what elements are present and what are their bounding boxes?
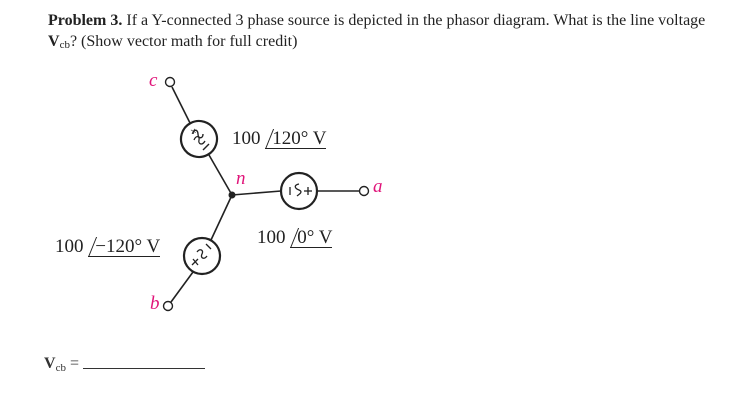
answer-equals: =	[65, 355, 79, 372]
problem-text-2: ? (Show vector math for full credit)	[69, 33, 298, 50]
source-c-value: 100 120° V	[232, 128, 327, 150]
tilde-c	[193, 135, 206, 145]
source-b-angle: −120° V	[88, 237, 161, 257]
source-a-angle: 0° V	[290, 228, 333, 248]
source-c-angle: 120° V	[265, 129, 327, 149]
wire-c-lower	[208, 154, 233, 196]
wire-b-lower	[170, 271, 194, 303]
source-a-value: 100 0° V	[257, 227, 333, 249]
problem-number: Problem 3.	[48, 12, 123, 29]
ac-source-b-icon	[182, 236, 222, 276]
voltage-subscript: cb	[59, 39, 70, 51]
problem-text-1: If a Y-connected 3 phase source is depic…	[122, 12, 706, 29]
problem-statement: Problem 3. If a Y-connected 3 phase sour…	[48, 10, 728, 56]
answer-blank-field[interactable]	[82, 354, 205, 369]
wire-c-upper	[171, 86, 191, 124]
source-b-magnitude: 100	[55, 236, 84, 257]
neutral-node-icon	[228, 191, 236, 199]
terminal-a-icon	[358, 185, 370, 197]
source-b-value: 100 −120° V	[55, 236, 161, 258]
ac-source-a-icon	[279, 171, 319, 211]
terminal-b-icon	[162, 300, 174, 312]
wire-b-upper	[210, 194, 233, 241]
wire-a-left	[231, 190, 282, 196]
answer-subscript: cb	[55, 362, 66, 374]
terminal-c-icon	[164, 76, 176, 88]
voltage-symbol: V	[48, 33, 60, 50]
terminal-a-label: a	[373, 176, 383, 197]
answer-line: Vcb =	[44, 354, 205, 374]
answer-symbol: V	[44, 355, 56, 372]
source-a-magnitude: 100	[257, 227, 286, 248]
source-c-magnitude: 100	[232, 128, 261, 149]
minus-sign-c	[202, 143, 210, 151]
terminal-b-label: b	[150, 293, 160, 314]
terminal-c-label: c	[149, 70, 158, 91]
neutral-label: n	[236, 168, 246, 189]
